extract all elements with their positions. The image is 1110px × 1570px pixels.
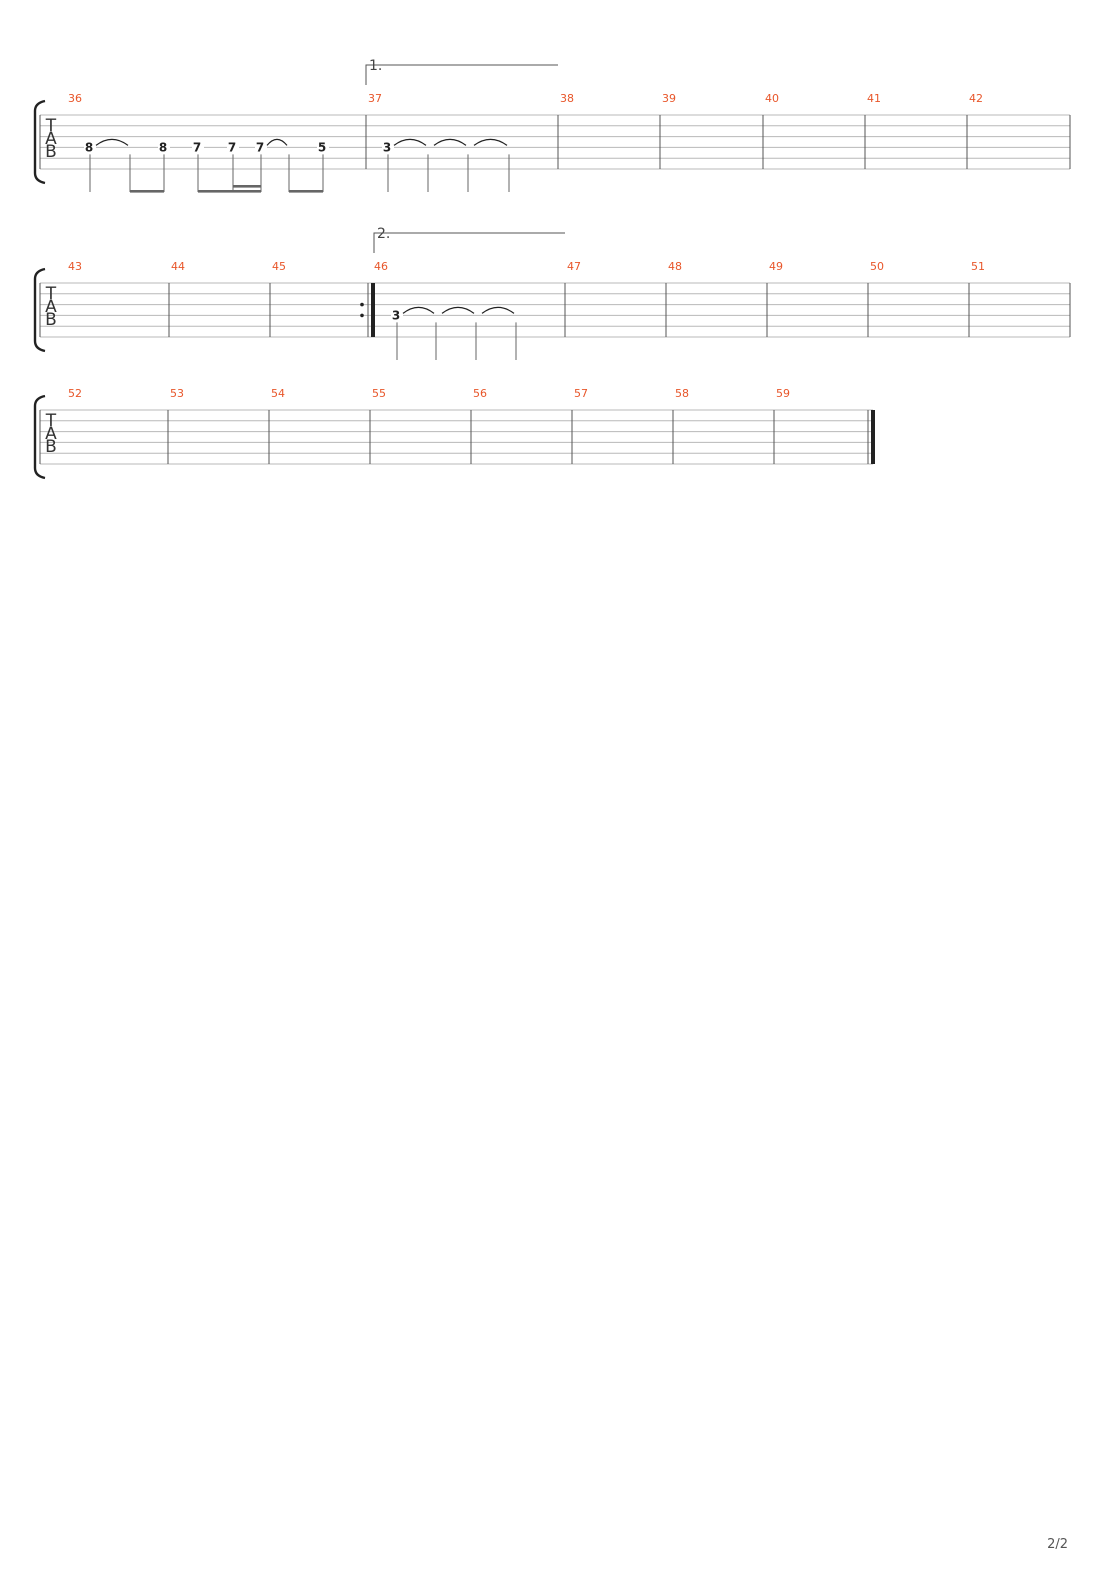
tie-arc xyxy=(481,306,515,314)
bar-number: 47 xyxy=(567,260,581,273)
bar-number: 59 xyxy=(776,387,790,400)
volta-label: 1. xyxy=(369,58,382,74)
tie-arc xyxy=(433,138,467,146)
bar-number: 40 xyxy=(765,92,779,105)
fret-mask xyxy=(382,141,394,154)
repeat-dot xyxy=(360,313,364,318)
bar-number: 41 xyxy=(867,92,881,105)
staff-system: TAB 43 44 45 46 47 48 49 50 51 2. 3 xyxy=(33,226,1071,360)
tab-clef-letter: B xyxy=(45,142,57,162)
tie-arc xyxy=(402,306,435,314)
fret-number: 7 xyxy=(256,140,264,154)
bar-number: 52 xyxy=(68,387,82,400)
bar-number: 50 xyxy=(870,260,884,273)
tab-clef-letter: B xyxy=(45,437,57,457)
bar-number: 45 xyxy=(272,260,286,273)
volta-bracket xyxy=(373,232,565,253)
system-bracket xyxy=(33,394,46,480)
tab-clef-letter: A xyxy=(45,129,57,149)
tie-arc xyxy=(473,138,508,146)
beam xyxy=(130,190,164,193)
bar-number: 49 xyxy=(769,260,783,273)
fret-mask xyxy=(391,309,403,322)
fret-number: 8 xyxy=(159,140,167,154)
fret-mask xyxy=(255,141,267,154)
bar-number: 42 xyxy=(969,92,983,105)
fret-number: 5 xyxy=(318,140,326,154)
bar-number: 48 xyxy=(668,260,682,273)
system-bracket xyxy=(33,267,46,353)
bar-number: 56 xyxy=(473,387,487,400)
fret-mask xyxy=(317,141,329,154)
bar-number: 53 xyxy=(170,387,184,400)
page-number: 2/2 xyxy=(1047,1537,1068,1552)
tie-arc xyxy=(266,138,288,146)
volta-label: 2. xyxy=(377,226,390,242)
repeat-dot xyxy=(360,302,364,307)
beam xyxy=(289,190,323,193)
tab-clef-letter: T xyxy=(45,284,57,304)
bar-number: 54 xyxy=(271,387,285,400)
tab-clef-letter: B xyxy=(45,310,57,330)
bar-number: 37 xyxy=(368,92,382,105)
tie-arc xyxy=(393,138,427,146)
bar-number: 39 xyxy=(662,92,676,105)
fret-mask xyxy=(158,141,170,154)
fret-number: 7 xyxy=(228,140,236,154)
fret-number: 3 xyxy=(383,140,391,154)
bar-number: 58 xyxy=(675,387,689,400)
repeat-end-barline xyxy=(371,283,375,337)
bar-number: 44 xyxy=(171,260,185,273)
tab-clef-letter: A xyxy=(45,297,57,317)
volta-bracket xyxy=(365,64,558,85)
fret-mask xyxy=(84,141,96,154)
staff-system: TAB 52 53 54 55 56 57 58 59 xyxy=(33,387,875,480)
bar-number: 55 xyxy=(372,387,386,400)
staff-system: TAB 36 37 38 39 40 41 42 1. 8 8 7 7 7 5 3 xyxy=(33,58,1071,193)
beam xyxy=(198,190,261,193)
bar-number: 36 xyxy=(68,92,82,105)
secondary-beam xyxy=(233,185,261,188)
tab-clef-letter: A xyxy=(45,424,57,444)
bar-number: 38 xyxy=(560,92,574,105)
tab-clef-letter: T xyxy=(45,116,57,136)
bar-number: 43 xyxy=(68,260,82,273)
system-bracket xyxy=(33,99,46,185)
final-barline xyxy=(871,410,875,464)
tie-arc xyxy=(95,138,129,146)
tab-clef-letter: T xyxy=(45,411,57,431)
fret-number: 3 xyxy=(392,308,400,322)
fret-mask xyxy=(227,141,239,154)
bar-number: 51 xyxy=(971,260,985,273)
bar-number: 57 xyxy=(574,387,588,400)
fret-mask xyxy=(192,141,204,154)
fret-number: 8 xyxy=(85,140,93,154)
bar-number: 46 xyxy=(374,260,388,273)
tie-arc xyxy=(441,306,475,314)
fret-number: 7 xyxy=(193,140,201,154)
